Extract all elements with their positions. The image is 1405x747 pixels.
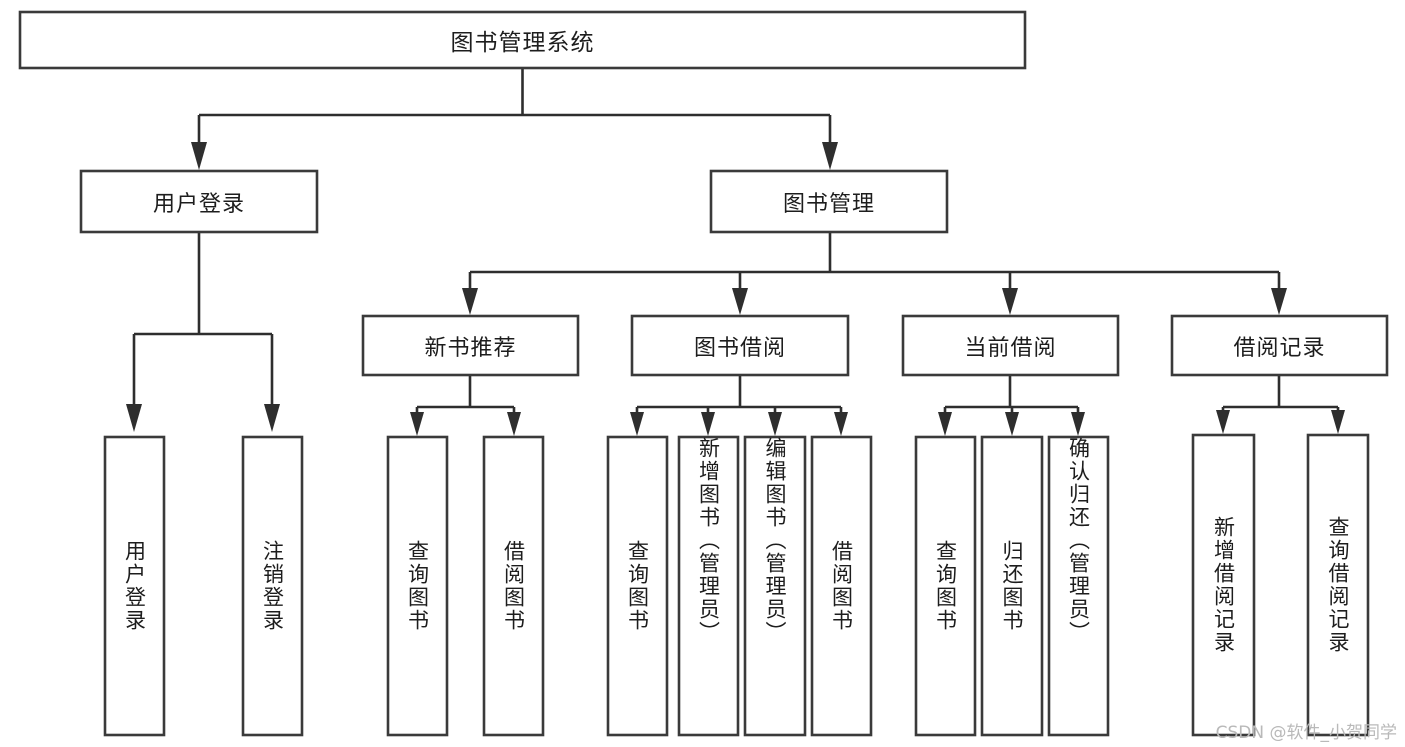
arrowhead-leaf-confirm-return — [1071, 412, 1085, 436]
node-leaf-user-login-box[interactable] — [103, 435, 166, 737]
arrowhead-book-manage — [822, 142, 838, 170]
arrowhead-leaf-edit-book — [768, 412, 782, 436]
node-leaf-add-book-box[interactable] — [677, 435, 740, 737]
node-new-book-recommend-box[interactable] — [361, 314, 580, 377]
arrowhead-leaf-logout-login — [264, 404, 280, 432]
edge-group-book-manage-to-level3 — [462, 232, 1287, 315]
node-leaf-query-book-3-box[interactable] — [914, 435, 977, 737]
node-borrow-record-box[interactable] — [1170, 314, 1389, 377]
arrowhead-leaf-user-login — [126, 404, 142, 432]
arrowhead-leaf-query-book-3 — [938, 412, 952, 436]
edge-group-root-to-level2 — [191, 68, 838, 170]
node-book-manage-box[interactable] — [709, 169, 949, 234]
edge-group-borrow-record-to-leaves — [1216, 375, 1345, 434]
arrowhead-leaf-borrow-book-1 — [507, 412, 521, 436]
node-leaf-query-record-box[interactable] — [1306, 433, 1370, 737]
node-leaf-add-record-box[interactable] — [1191, 433, 1256, 737]
node-leaf-query-book-2-box[interactable] — [606, 435, 669, 737]
arrowhead-user-login — [191, 142, 207, 170]
edge-group-book-borrow-to-leaves — [630, 375, 848, 436]
arrowhead-book-borrow — [732, 288, 748, 315]
node-user-login-box[interactable] — [79, 169, 319, 234]
node-leaf-edit-book-box[interactable] — [743, 435, 807, 737]
node-leaf-query-book-1-box[interactable] — [386, 435, 449, 737]
arrowhead-leaf-borrow-book-2 — [834, 412, 848, 436]
arrowhead-new-book-recommend — [462, 288, 478, 315]
arrowhead-leaf-return-book — [1005, 412, 1019, 436]
arrowhead-leaf-query-book-2 — [630, 412, 644, 436]
node-leaf-confirm-return-box[interactable] — [1047, 435, 1110, 737]
arrowhead-leaf-add-book — [701, 412, 715, 436]
node-leaf-logout-login-box[interactable] — [241, 435, 304, 737]
node-leaf-return-book-box[interactable] — [980, 435, 1044, 737]
edge-group-user-login-to-leaves — [126, 232, 280, 432]
arrowhead-borrow-record — [1271, 288, 1287, 315]
edge-group-current-borrow-to-leaves — [938, 375, 1085, 436]
node-current-borrow-box[interactable] — [901, 314, 1120, 377]
edge-group-new-book-to-leaves — [410, 375, 521, 436]
arrowhead-current-borrow — [1002, 288, 1018, 315]
node-root-box[interactable] — [18, 10, 1027, 70]
arrowhead-leaf-add-record — [1216, 410, 1230, 434]
node-leaf-borrow-book-2-box[interactable] — [810, 435, 873, 737]
arrowhead-leaf-query-record — [1331, 410, 1345, 434]
node-book-borrow-box[interactable] — [630, 314, 850, 377]
arrowhead-leaf-query-book-1 — [410, 412, 424, 436]
node-leaf-borrow-book-1-box[interactable] — [482, 435, 545, 737]
